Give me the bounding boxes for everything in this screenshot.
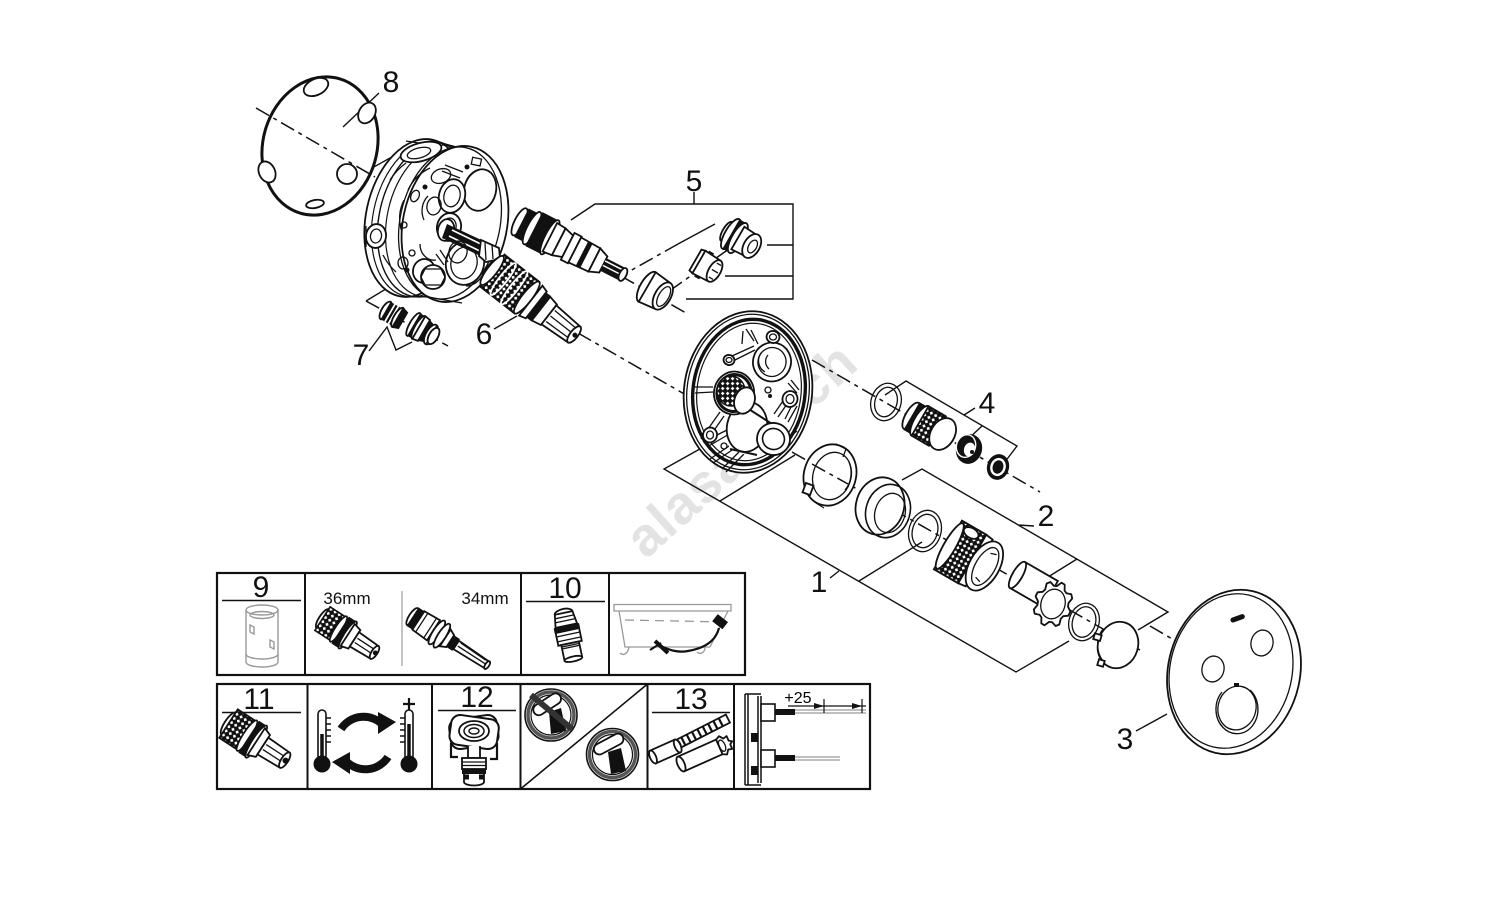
svg-text:4: 4 <box>979 387 996 420</box>
svg-text:9: 9 <box>253 571 270 604</box>
svg-text:3: 3 <box>1117 723 1134 756</box>
svg-text:8: 8 <box>383 66 400 99</box>
svg-text:2: 2 <box>1038 500 1055 533</box>
svg-text:10: 10 <box>548 572 581 605</box>
svg-text:34mm: 34mm <box>461 589 508 608</box>
svg-text:5: 5 <box>686 165 703 198</box>
svg-text:12: 12 <box>460 681 493 714</box>
svg-text:36mm: 36mm <box>323 589 370 608</box>
svg-text:1: 1 <box>811 566 828 599</box>
svg-text:11: 11 <box>243 683 274 716</box>
svg-text:6: 6 <box>476 318 493 351</box>
svg-text:+25: +25 <box>784 690 811 707</box>
svg-text:13: 13 <box>674 683 707 716</box>
svg-text:7: 7 <box>353 339 370 372</box>
